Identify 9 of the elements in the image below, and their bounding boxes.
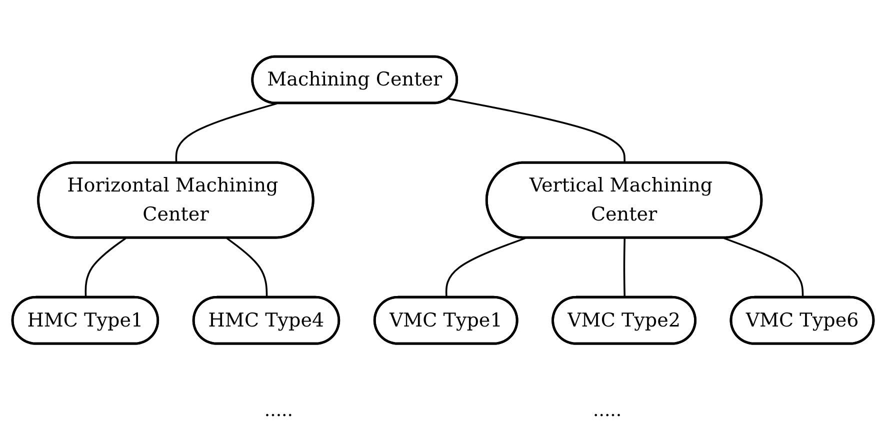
connector — [448, 98, 626, 164]
connector — [226, 237, 268, 298]
connector — [175, 102, 278, 164]
connector — [445, 237, 526, 298]
connector — [724, 237, 804, 298]
connector — [84, 237, 126, 298]
ellipsis-text: ..... — [264, 400, 293, 421]
connector — [623, 238, 626, 298]
ellipsis-text: ..... — [593, 400, 622, 421]
